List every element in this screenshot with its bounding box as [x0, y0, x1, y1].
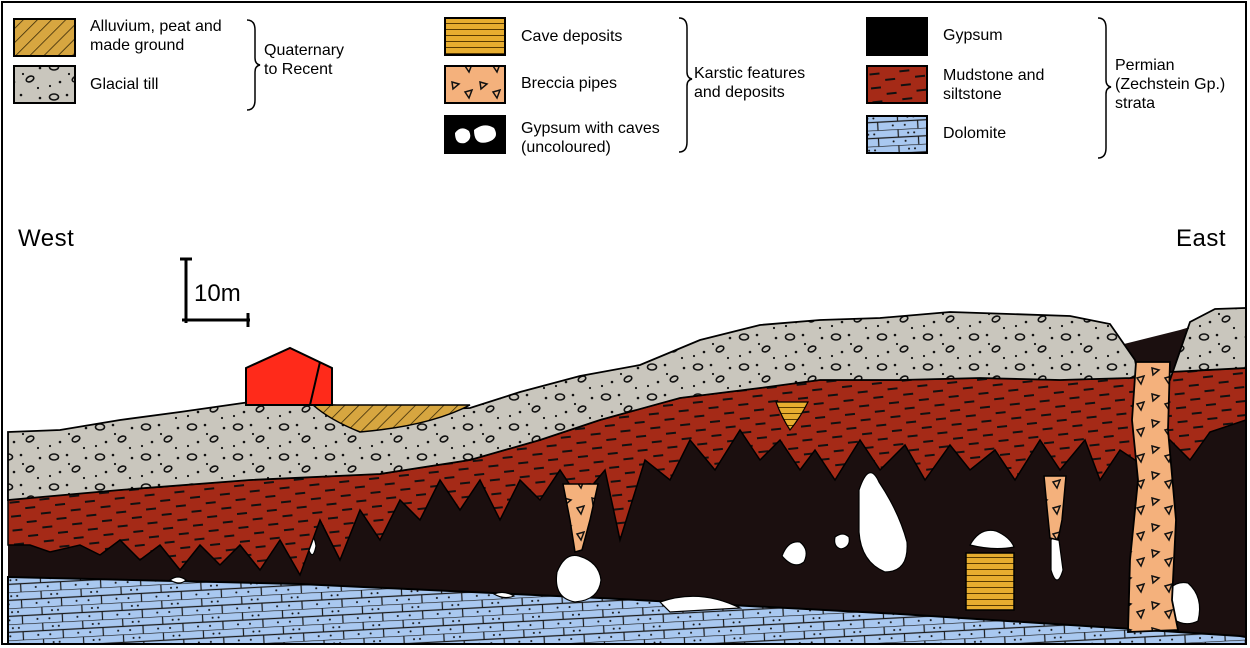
group-label-quaternary: Quaternary to Recent — [264, 41, 344, 79]
swatch-gypsum — [867, 18, 927, 55]
legend-label-gypsum: Gypsum — [943, 26, 1003, 45]
group-label-karstic: Karstic features and deposits — [694, 64, 805, 102]
swatch-alluvium — [14, 19, 75, 56]
swatch-breccia-pipes — [445, 66, 505, 103]
direction-east: East — [1176, 225, 1226, 253]
swatch-gypsum-with-caves — [445, 116, 505, 153]
legend-label-cave-deposits: Cave deposits — [521, 27, 622, 46]
direction-west: West — [18, 225, 74, 253]
group-label-permian: Permian (Zechstein Gp.) strata — [1115, 56, 1225, 113]
brace-karstic — [679, 18, 692, 152]
swatch-cave-deposits — [445, 18, 505, 55]
brace-quaternary — [247, 20, 260, 110]
cave-deposit-body — [966, 553, 1014, 610]
legend-label-breccia-pipes: Breccia pipes — [521, 74, 617, 93]
swatch-glacial-till — [14, 66, 75, 103]
legend-label-mudstone: Mudstone and siltstone — [943, 66, 1044, 104]
building — [246, 348, 332, 405]
legend-label-alluvium: Alluvium, peat and made ground — [90, 17, 222, 55]
scale-bar-label: 10m — [194, 280, 241, 308]
swatch-mudstone — [867, 66, 927, 103]
legend-label-glacial-till: Glacial till — [90, 75, 158, 94]
swatch-dolomite — [867, 116, 927, 153]
brace-permian — [1098, 18, 1111, 158]
legend-label-gypsum-with-caves: Gypsum with caves (uncoloured) — [521, 119, 660, 157]
legend-label-dolomite: Dolomite — [943, 124, 1006, 143]
